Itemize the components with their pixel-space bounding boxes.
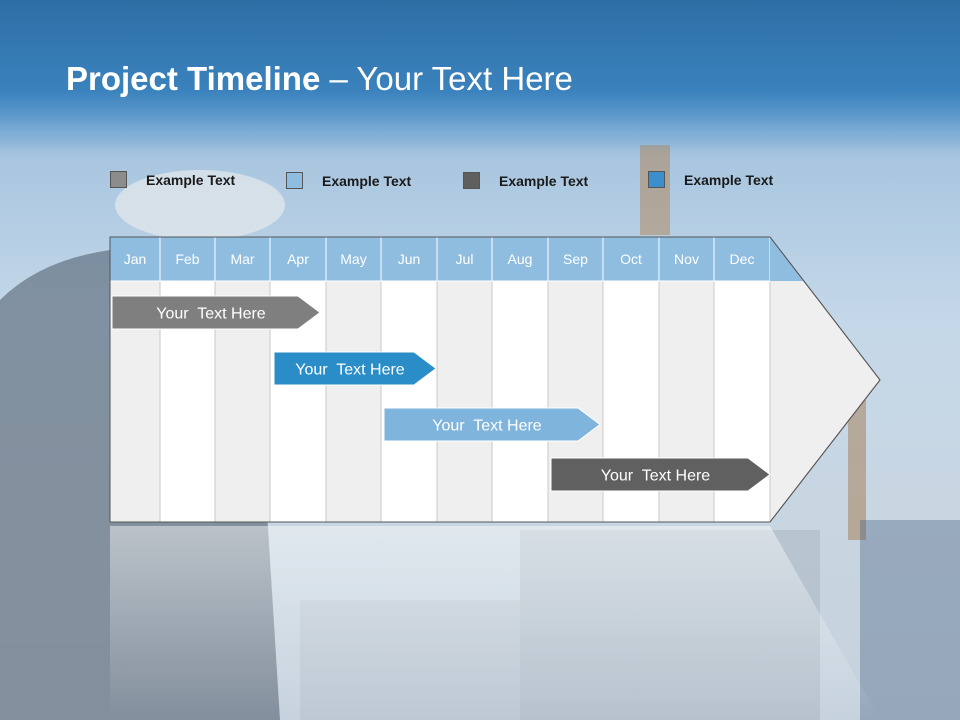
page-title: Project Timeline – Your Text Here: [66, 60, 573, 98]
month-label: May: [340, 251, 366, 267]
legend-label: Example Text: [322, 173, 412, 189]
month-header-cell: [380, 236, 438, 282]
month-header-cell: [602, 236, 660, 282]
month-column: [380, 280, 438, 523]
legend-label: Example Text: [499, 173, 589, 189]
legend-swatch: [286, 172, 303, 189]
month-column: [325, 280, 382, 523]
title-bold: Project Timeline: [66, 60, 321, 97]
task-label: Your Text Here: [156, 306, 266, 323]
month-header-cell: [658, 236, 715, 282]
task-label: Your Text Here: [295, 362, 405, 379]
task-bar: [383, 407, 601, 442]
task-bar: [273, 351, 437, 386]
month-label: Dec: [730, 251, 755, 267]
task-label: Your Text Here: [601, 468, 711, 485]
month-header-cell: [436, 236, 493, 282]
month-label: Jan: [124, 251, 147, 267]
timeline-outline: [109, 236, 881, 523]
title-rest: – Your Text Here: [320, 60, 573, 97]
timeline-reflection: [110, 526, 880, 720]
month-label: Jul: [456, 251, 474, 267]
month-label: Aug: [508, 251, 533, 267]
month-label: Nov: [674, 251, 699, 267]
month-label: Oct: [620, 251, 642, 267]
header-band: [0, 0, 960, 150]
month-label: Jun: [398, 251, 421, 267]
month-label: Feb: [175, 251, 199, 267]
legend-swatch: [110, 171, 127, 188]
month-column: [491, 280, 549, 523]
month-header-cell: [159, 236, 216, 282]
month-label: Mar: [230, 251, 254, 267]
month-header-cell: [713, 236, 771, 282]
task-bar: [111, 295, 321, 330]
legend-label: Example Text: [684, 172, 774, 188]
legend-swatch: [648, 171, 665, 188]
task-label: Your Text Here: [432, 418, 542, 435]
month-header-cell: [269, 236, 327, 282]
month-header-cell: [325, 236, 382, 282]
month-label: Sep: [563, 251, 588, 267]
task-bar: [550, 457, 771, 492]
legend-label: Example Text: [146, 172, 236, 188]
legend-swatch: [463, 172, 480, 189]
month-column: [436, 280, 493, 523]
month-label: Apr: [287, 251, 309, 267]
month-header-cell: [214, 236, 271, 282]
